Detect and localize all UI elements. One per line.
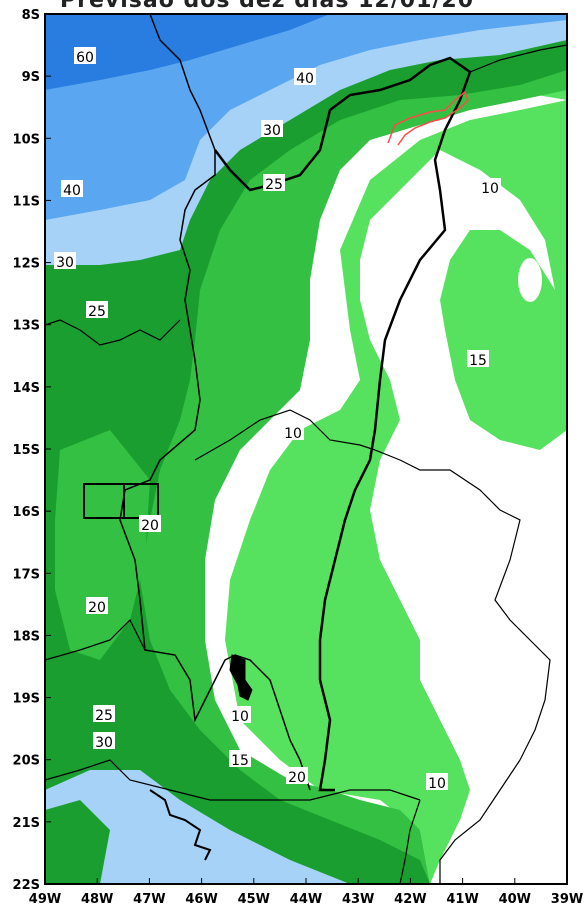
contour-label: 15 bbox=[469, 353, 487, 369]
contour-label: 25 bbox=[95, 708, 113, 724]
contour-label-bg bbox=[139, 515, 161, 532]
field-40 bbox=[45, 14, 567, 220]
contour-label: 40 bbox=[63, 183, 81, 199]
y-tick-label: 15S bbox=[13, 443, 40, 458]
y-tick-label: 11S bbox=[13, 194, 40, 209]
contour-label-bg bbox=[229, 706, 251, 723]
field-25-south bbox=[45, 800, 110, 884]
state-border-6 bbox=[45, 759, 421, 801]
contour-label: 30 bbox=[95, 735, 113, 751]
contour-label: 15 bbox=[231, 753, 249, 769]
contour-label-bg bbox=[54, 252, 76, 269]
y-tick-label: 10S bbox=[13, 132, 40, 147]
y-axis: 8S 9S 10S 11S 12S 13S 14S 15S 16S 17S 18S 19S 20S 21S… bbox=[13, 8, 51, 893]
x-tick-label: 42W bbox=[394, 892, 426, 907]
contour-label-bg bbox=[229, 750, 251, 767]
contour-label-bg bbox=[93, 705, 115, 722]
contour-label-bg bbox=[282, 423, 304, 440]
contour-labels: 60 40 30 40 30 25 25 10 15 10 20 20 25 30 10 15 20 10 bbox=[54, 47, 501, 792]
contour-label-bg bbox=[86, 597, 108, 614]
x-tick-label: 49W bbox=[29, 892, 61, 907]
contour-label-bg bbox=[263, 174, 285, 191]
contour-label: 30 bbox=[263, 123, 281, 139]
state-border-2 bbox=[214, 56, 472, 792]
y-tick-label: 13S bbox=[13, 319, 40, 334]
x-tick-label: 47W bbox=[133, 892, 165, 907]
contour-label-bg bbox=[261, 120, 283, 137]
river-red bbox=[387, 90, 469, 146]
contour-label-bg bbox=[74, 47, 96, 64]
contour-label: 25 bbox=[265, 177, 283, 193]
state-border-3 bbox=[374, 449, 551, 884]
y-tick-label: 22S bbox=[13, 878, 40, 893]
contour-label: 10 bbox=[481, 181, 499, 197]
contour-label: 10 bbox=[284, 426, 302, 442]
state-border-4 bbox=[194, 409, 376, 461]
y-tick-label: 18S bbox=[13, 629, 40, 644]
contour-label: 40 bbox=[296, 71, 314, 87]
boundaries bbox=[45, 14, 567, 884]
contour-label-bg bbox=[93, 732, 115, 749]
contour-label: 30 bbox=[56, 255, 74, 271]
contour-label-bg bbox=[294, 68, 316, 85]
field-30-south bbox=[45, 770, 350, 884]
state-border-9 bbox=[469, 44, 567, 73]
y-tick-label: 16S bbox=[13, 505, 40, 520]
contour-label-bg bbox=[86, 301, 108, 318]
x-tick-label: 45W bbox=[238, 892, 270, 907]
x-tick-label: 40W bbox=[499, 892, 531, 907]
x-tick-label: 39W bbox=[551, 892, 583, 907]
map-title: Previsão dos dez dias 12/01/20 bbox=[0, 0, 587, 8]
field-10-east bbox=[360, 150, 567, 884]
field-10-spot bbox=[518, 258, 542, 302]
contour-label-bg bbox=[426, 773, 448, 790]
y-tick-label: 17S bbox=[13, 567, 40, 582]
y-tick-label: 12S bbox=[13, 257, 40, 272]
reservoir-south bbox=[149, 789, 212, 861]
state-border-7 bbox=[45, 618, 146, 661]
x-tick-label: 44W bbox=[290, 892, 322, 907]
contour-label: 20 bbox=[288, 770, 306, 786]
field-60 bbox=[45, 14, 330, 90]
field-20-west bbox=[55, 430, 150, 660]
x-tick-label: 46W bbox=[185, 892, 217, 907]
x-axis: 49W 48W 47W 46W 45W 44W 43W 42W 41W 40W 39W bbox=[29, 878, 583, 907]
y-tick-label: 21S bbox=[13, 816, 40, 831]
contour-label-bg bbox=[467, 350, 489, 367]
contour-label: 10 bbox=[428, 776, 446, 792]
reservoir bbox=[229, 654, 253, 701]
contour-label: 20 bbox=[141, 518, 159, 534]
state-border-5 bbox=[45, 319, 181, 346]
x-tick-label: 43W bbox=[342, 892, 374, 907]
contour-label: 10 bbox=[231, 709, 249, 725]
contour-label-bg bbox=[61, 180, 83, 197]
x-tick-label: 41W bbox=[446, 892, 478, 907]
y-tick-label: 19S bbox=[13, 692, 40, 707]
y-tick-label: 20S bbox=[13, 754, 40, 769]
state-border-8 bbox=[399, 799, 421, 884]
contour-label: 25 bbox=[88, 304, 106, 320]
contour-label-bg bbox=[286, 767, 308, 784]
x-tick-label: 48W bbox=[81, 892, 113, 907]
contour-label: 60 bbox=[76, 50, 94, 66]
y-tick-label: 9S bbox=[22, 70, 40, 85]
contour-label-bg bbox=[479, 178, 501, 195]
y-tick-label: 8S bbox=[22, 8, 40, 23]
y-tick-label: 14S bbox=[13, 381, 40, 396]
shaded-fields bbox=[45, 14, 567, 884]
contour-label: 20 bbox=[88, 600, 106, 616]
